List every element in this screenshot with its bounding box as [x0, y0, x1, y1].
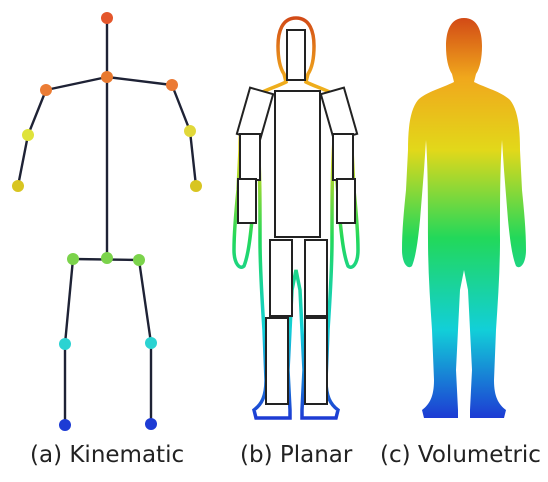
rect-left-shin: [266, 318, 288, 404]
bone-left-forearm: [18, 135, 28, 186]
rect-left-thigh: [270, 240, 292, 316]
joint-left-shoulder: [40, 84, 52, 96]
bone-left-shoulder: [46, 77, 107, 90]
planar-rectangles: [237, 30, 357, 404]
joint-right-wrist: [190, 180, 202, 192]
joint-left-elbow: [22, 129, 34, 141]
volumetric-model: [402, 18, 526, 418]
joint-pelvis: [101, 252, 113, 264]
rect-right-thigh: [305, 240, 327, 316]
joint-head: [101, 12, 113, 24]
joint-left-wrist: [12, 180, 24, 192]
bone-right-shoulder: [107, 77, 172, 85]
rect-right-forearm-upper: [333, 134, 353, 180]
rect-right-shin: [305, 318, 327, 404]
joint-right-shoulder: [166, 79, 178, 91]
kinematic-skeleton: [12, 12, 202, 431]
rect-left-forearm-lower: [238, 179, 256, 223]
joint-right-hip: [133, 254, 145, 266]
joint-left-ankle: [59, 419, 71, 431]
rect-left-forearm-upper: [240, 134, 260, 180]
caption-planar: (b) Planar: [240, 442, 352, 468]
volumetric-body: [402, 18, 526, 418]
rect-head: [287, 30, 305, 80]
joint-left-hip: [67, 253, 79, 265]
rect-right-upper-arm: [321, 88, 357, 141]
caption-kinematic: (a) Kinematic: [30, 442, 184, 468]
joint-right-ankle: [145, 418, 157, 430]
joint-right-elbow: [184, 125, 196, 137]
joint-right-knee: [145, 337, 157, 349]
rect-right-forearm-lower: [337, 179, 355, 223]
bone-left-upper-arm: [28, 90, 46, 135]
bone-right-thigh: [139, 260, 151, 343]
bone-right-upper-arm: [172, 85, 190, 131]
joint-neck: [101, 71, 113, 83]
bone-right-forearm: [190, 131, 196, 186]
joint-left-knee: [59, 338, 71, 350]
caption-volumetric: (c) Volumetric: [380, 442, 541, 468]
bone-left-thigh: [65, 259, 73, 344]
rect-torso: [275, 91, 320, 237]
rect-left-upper-arm: [237, 88, 273, 141]
planar-model: [234, 18, 358, 418]
